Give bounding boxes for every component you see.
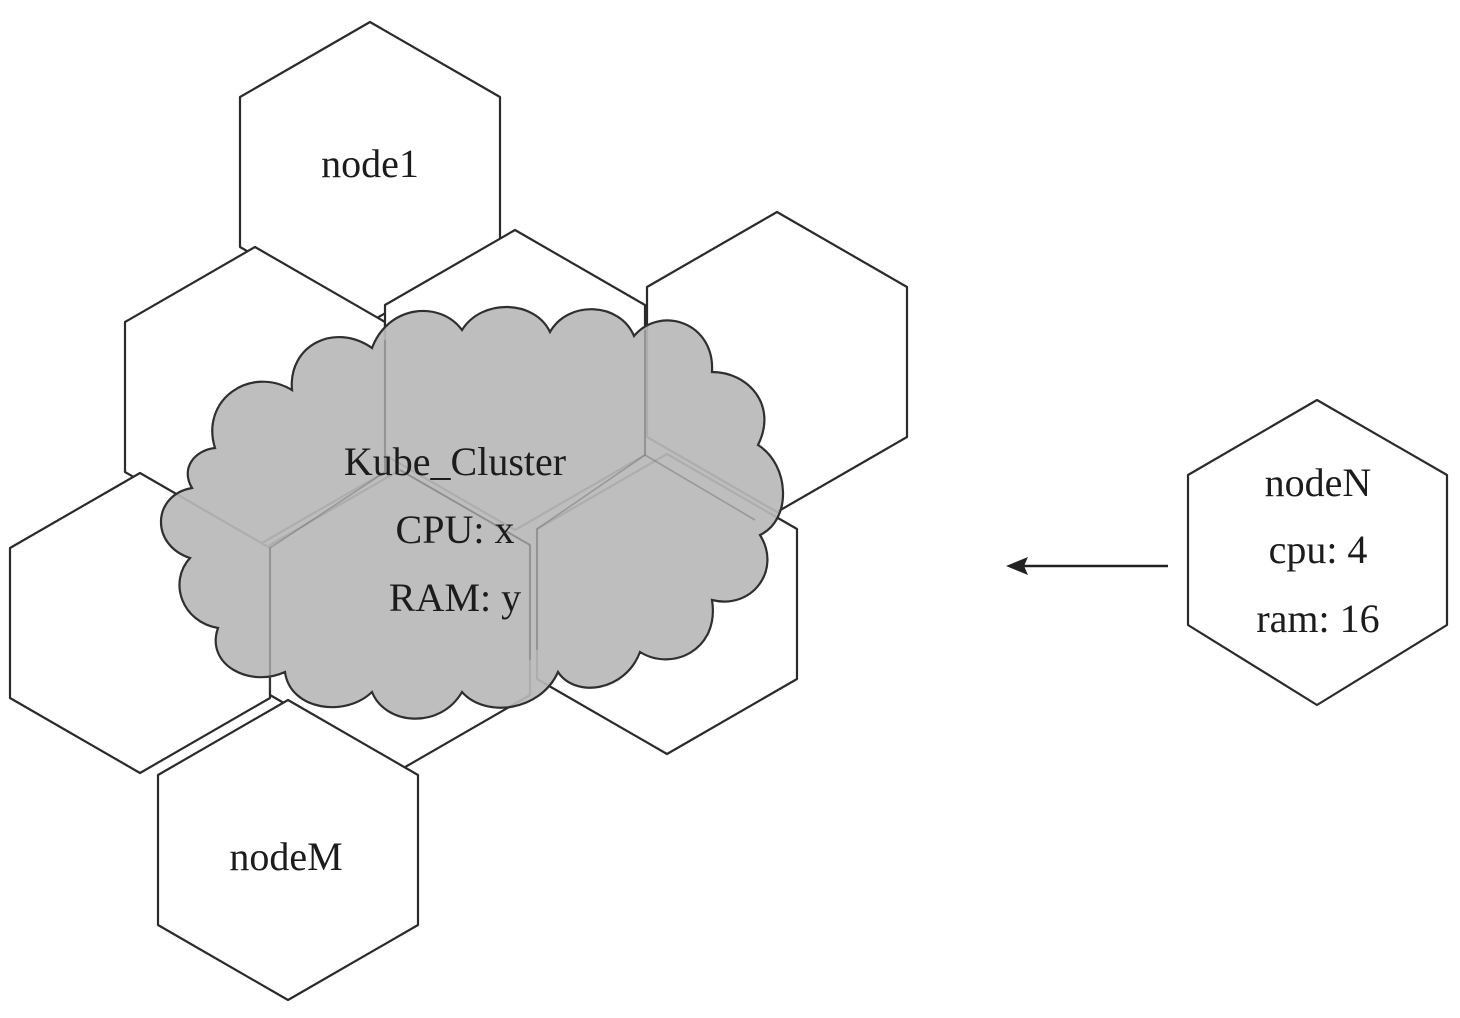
cloud-inner-edge — [644, 454, 756, 521]
cluster-cloud: Kube_Cluster CPU: x RAM: y — [159, 305, 785, 720]
node1-label: node1 — [321, 141, 419, 186]
arrow-head — [1006, 557, 1028, 575]
node-hex-nodeN — [1186, 398, 1449, 707]
cluster-ram: RAM: y — [389, 575, 521, 620]
node-hex-nodeM — [156, 698, 420, 1002]
cloud-inner-edge — [399, 469, 531, 546]
join-arrow — [1006, 557, 1168, 575]
cluster-cpu: CPU: x — [396, 507, 515, 552]
nodeN-label: nodeN — [1265, 460, 1372, 505]
incoming-node: nodeN cpu: 4 ram: 16 — [1186, 398, 1449, 707]
cluster-name: Kube_Cluster — [344, 439, 566, 484]
cloud-inner-edge — [536, 330, 646, 650]
nodeN-ram: ram: 16 — [1256, 596, 1379, 641]
nodeN-cpu: cpu: 4 — [1269, 527, 1368, 572]
cloud-shape — [159, 305, 785, 720]
nodeM-label: nodeM — [229, 834, 342, 879]
cloud-inner-edge — [269, 340, 386, 549]
